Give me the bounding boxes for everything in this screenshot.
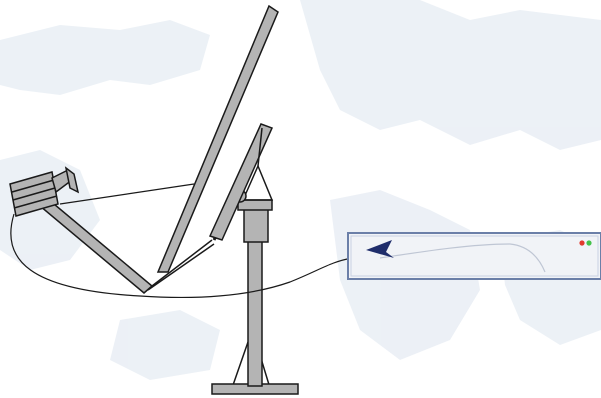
led-red-icon xyxy=(579,240,585,246)
receiver-unit xyxy=(347,232,601,280)
feed-support-line xyxy=(59,183,195,205)
feed-horn-lnb xyxy=(9,166,80,217)
coaxial-cable xyxy=(10,213,353,299)
mount-pole xyxy=(211,164,299,395)
receiver-arrow-icon xyxy=(366,240,394,258)
dish-reflector xyxy=(156,4,279,273)
led-green-icon xyxy=(586,240,592,246)
world-map-background xyxy=(0,0,601,380)
receiver-face-arc xyxy=(379,243,546,273)
